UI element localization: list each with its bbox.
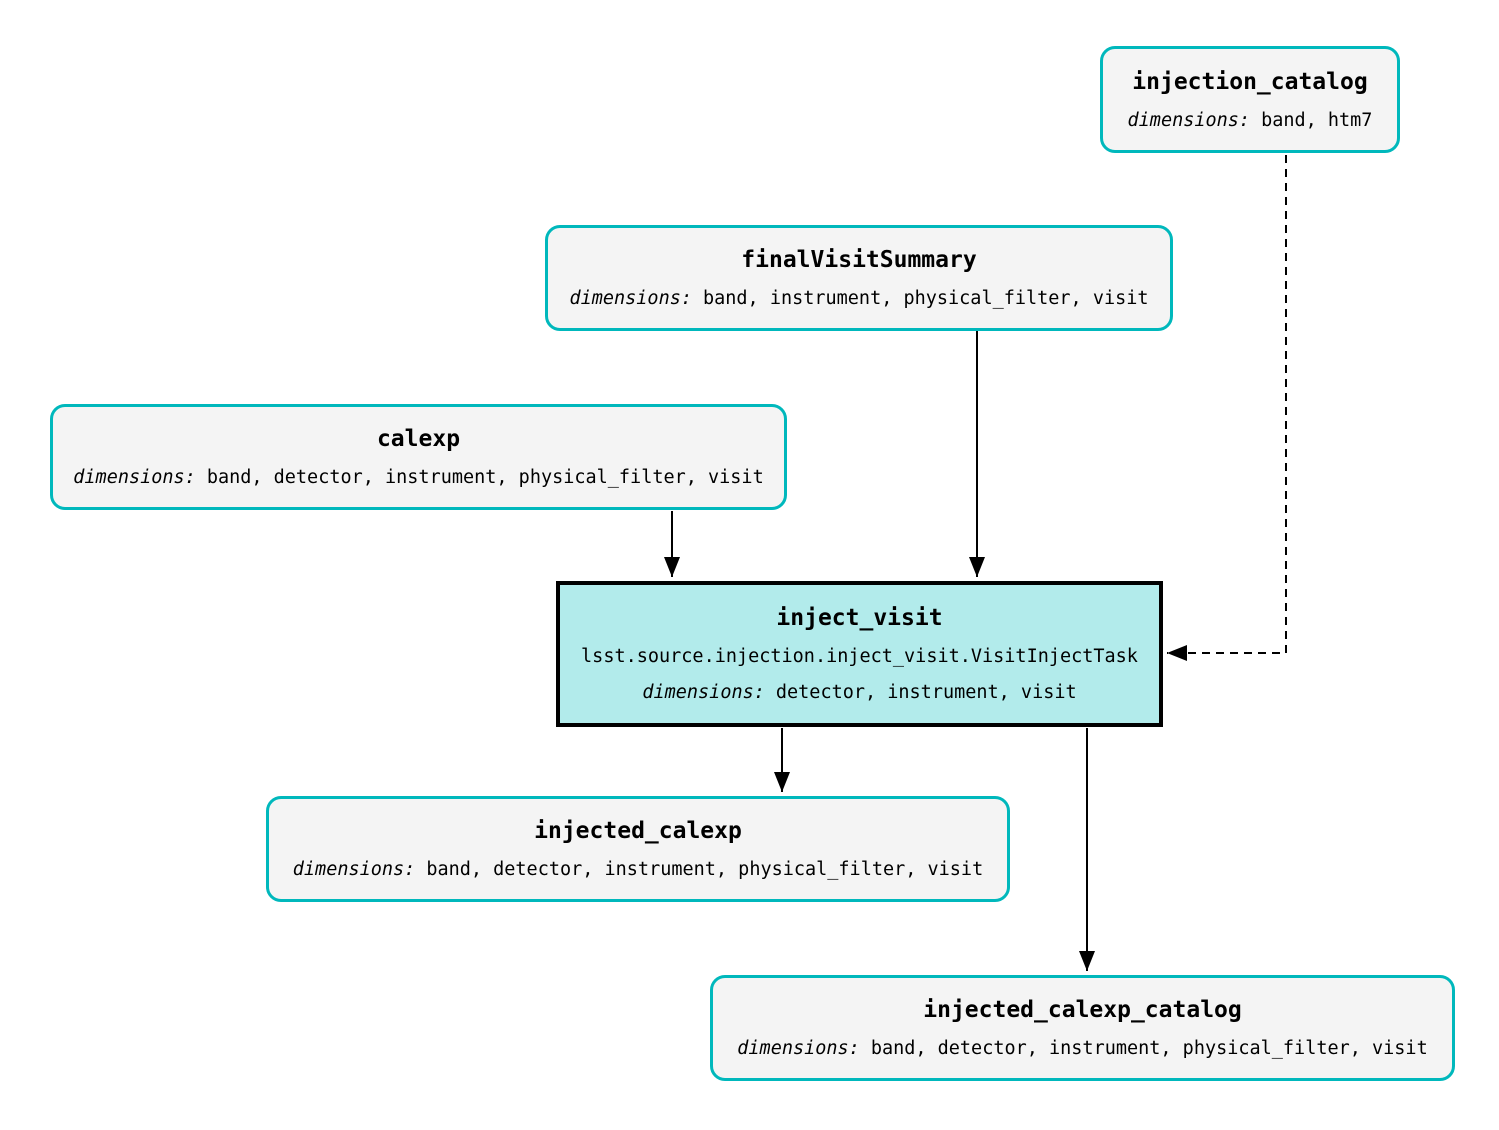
dimensions-label: dimensions:: [737, 1038, 860, 1059]
node-inject-visit-task: inject_visit lsst.source.injection.injec…: [556, 581, 1163, 727]
dimensions-values: band, detector, instrument, physical_fil…: [870, 1038, 1428, 1059]
node-finalVisitSummary: finalVisitSummary dimensions: band, instr…: [545, 225, 1173, 331]
dimensions-values: band, htm7: [1261, 109, 1373, 131]
node-dimensions: dimensions: band, htm7: [1128, 110, 1373, 132]
node-title: injected_calexp: [534, 818, 742, 844]
dimensions-label: dimensions:: [642, 682, 765, 703]
dimensions-label: dimensions:: [569, 288, 692, 309]
node-dimensions: dimensions: band, instrument, physical_fi…: [569, 288, 1148, 310]
dimensions-label: dimensions:: [292, 859, 416, 880]
node-title: inject_visit: [776, 605, 943, 631]
node-title: injection_catalog: [1132, 68, 1368, 95]
node-dimensions: dimensions: band, detector, instrument, p…: [293, 859, 983, 881]
node-dimensions: dimensions: band, detector, instrument, p…: [73, 467, 763, 489]
node-injected-calexp: injected_calexp dimensions: band, detecto…: [266, 796, 1010, 902]
edge-injection_catalog-to-inject_visit: [1167, 155, 1287, 661]
node-title: finalVisitSummary: [741, 247, 977, 273]
dimensions-values: detector, instrument, visit: [775, 682, 1077, 703]
node-injection-catalog: injection_catalog dimensions: band, htm7: [1100, 46, 1400, 153]
node-title: injected_calexp_catalog: [923, 997, 1242, 1023]
dimensions-label: dimensions:: [1127, 109, 1251, 131]
node-injected-calexp-catalog: injected_calexp_catalog dimensions: band,…: [710, 975, 1455, 1081]
dimensions-label: dimensions:: [73, 467, 196, 488]
node-title: calexp: [376, 426, 461, 452]
dimensions-values: band, instrument, physical_filter, visit: [703, 288, 1149, 309]
task-class-path: lsst.source.injection.inject_visit.Visit…: [581, 646, 1138, 667]
dimensions-values: band, detector, instrument, physical_fil…: [206, 467, 764, 488]
dimensions-values: band, detector, instrument, physical_fil…: [426, 859, 984, 880]
node-dimensions: dimensions: band, detector, instrument, p…: [737, 1038, 1427, 1060]
node-calexp: calexp dimensions: band, detector, instru…: [50, 404, 787, 510]
node-dimensions: dimensions: detector, instrument, visit: [642, 682, 1076, 704]
